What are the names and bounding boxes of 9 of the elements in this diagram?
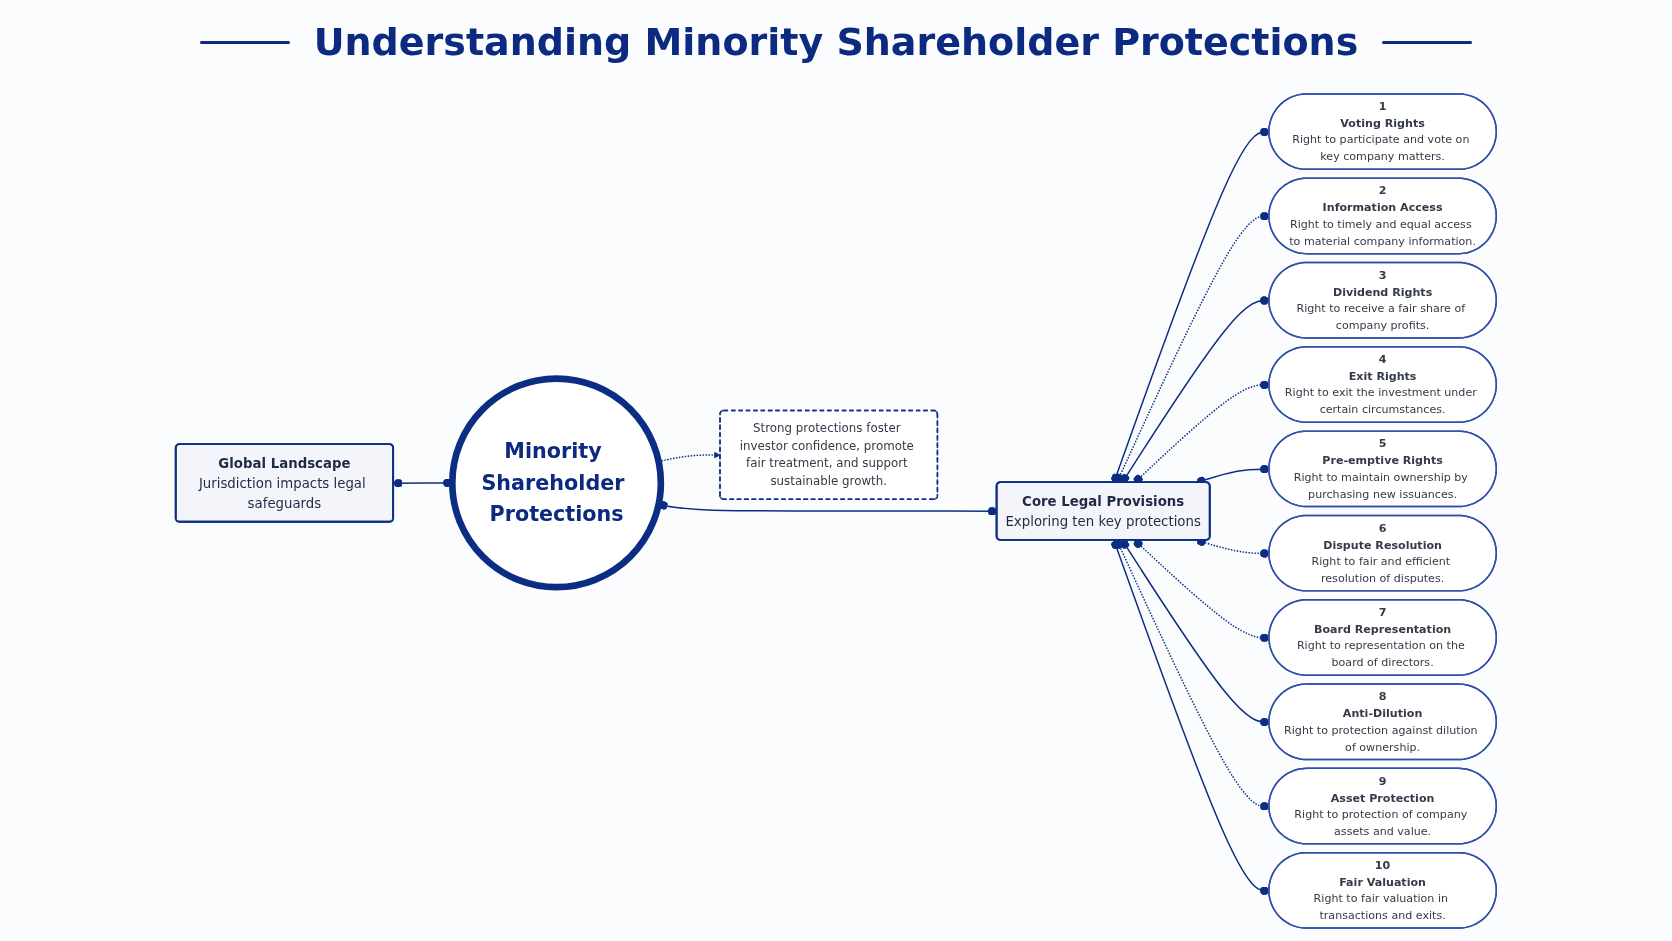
connector xyxy=(1120,296,1270,484)
node-circle: Minority Shareholder Protections xyxy=(449,375,665,591)
connector xyxy=(1111,539,1270,896)
connector xyxy=(1114,211,1270,484)
connector xyxy=(1133,380,1270,484)
title: Understanding Minority Shareholder Protections xyxy=(313,20,1359,64)
connector xyxy=(1111,127,1270,484)
connector xyxy=(1120,539,1270,727)
connector xyxy=(1133,539,1270,643)
